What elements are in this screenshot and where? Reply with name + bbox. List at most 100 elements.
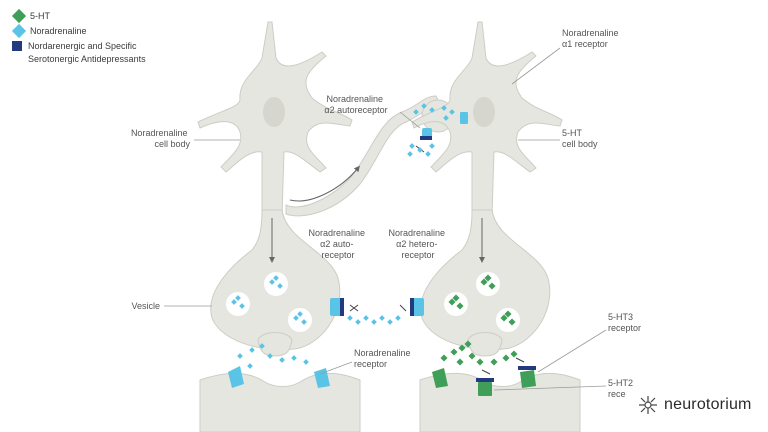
serotonin-molecule: [464, 340, 472, 348]
noradrenaline-molecule: [413, 109, 419, 115]
serotonin-molecule: [484, 274, 492, 282]
antidepressant-bar: [340, 298, 344, 316]
legend-item-5ht: 5-HT: [11, 8, 146, 24]
antidepressant-bar: [410, 298, 414, 316]
noradrenaline-molecule: [249, 347, 255, 353]
ht3-receptor-right: [520, 370, 536, 388]
na-receptor-right: [314, 368, 330, 388]
svg-text:5-HT3 receptor: 5-HT3 receptor: [608, 312, 641, 333]
label-na-receptor-1: Noradrenaline: [354, 348, 411, 358]
noradrenaline-molecule: [247, 363, 253, 369]
noradrenaline-molecule: [301, 319, 307, 325]
serotonin-molecule: [476, 358, 484, 366]
serotonin-molecule: [510, 350, 518, 358]
serotonin-molecule: [448, 298, 456, 306]
noradrenaline-molecule: [303, 359, 309, 365]
noradrenaline-molecule: [267, 353, 273, 359]
noradrenaline-molecule: [429, 143, 435, 149]
label-a1-2: α1 receptor: [562, 39, 608, 49]
left-vesicles: [226, 272, 312, 332]
noradrenaline-molecule: [395, 315, 401, 321]
svg-text:Noradrenaline α2 autor: Noradrenaline α2 autoreceptor: [324, 94, 387, 115]
svg-text:Noradrenaline α1 recep: Noradrenaline α1 receptor: [562, 28, 621, 49]
antidepressant-bar: [420, 136, 432, 140]
vesicle: [288, 308, 312, 332]
legend-item-noradrenaline: Noradrenaline: [11, 23, 146, 39]
svg-text:Noradrenaline α2 heter: Noradrenaline α2 hetero- receptor: [388, 228, 447, 260]
noradrenaline-molecule: [429, 107, 435, 113]
noradrenaline-molecule: [347, 315, 353, 321]
noradrenaline-molecule: [421, 103, 427, 109]
antidepressant-bar: [518, 366, 536, 370]
label-a2-auto-mid-2: α2 auto-: [320, 239, 353, 249]
label-ht3-2: receptor: [608, 323, 641, 333]
right-nucleus: [473, 97, 495, 127]
serotonin-molecule: [456, 358, 464, 366]
noradrenaline-molecule: [269, 279, 275, 285]
legend-label: Noradrenaline: [30, 26, 87, 36]
vesicle: [476, 272, 500, 296]
label-na-cell-body-1: Noradrenaline: [131, 128, 188, 138]
label-a2-auto-mid-1: Noradrenaline: [308, 228, 365, 238]
label-a2-auto-mid-3: receptor: [321, 250, 354, 260]
left-postsynaptic: [199, 372, 361, 432]
serotonin-molecule: [488, 282, 496, 290]
label-na-receptor-2: receptor: [354, 359, 387, 369]
svg-text:Noradrenaline receptor: Noradrenaline receptor: [354, 348, 413, 369]
label-ht-cell-body-1: 5-HT: [562, 128, 583, 138]
svg-text:5-HT cell body: 5-HT cell body: [562, 128, 598, 149]
label-a2-hetero-2: α2 hetero-: [396, 239, 437, 249]
label-a2-auto-top-2: α2 autoreceptor: [324, 105, 387, 115]
noradrenaline-molecule: [443, 115, 449, 121]
noradrenaline-molecule: [297, 311, 303, 317]
noradrenaline-molecule: [235, 295, 241, 301]
neurotorium-logo-icon: [639, 396, 657, 414]
svg-text:5-HT2 rece: 5-HT2 rece: [608, 378, 636, 399]
ht3-receptor-left: [432, 368, 448, 388]
ht2-receptor: [478, 382, 492, 396]
noradrenaline-molecule: [417, 147, 423, 153]
receptors: [228, 112, 536, 396]
label-ht2-1: 5-HT2: [608, 378, 633, 388]
noradrenaline-molecule: [231, 299, 237, 305]
noradrenaline-molecule: [441, 105, 447, 111]
serotonin-molecule: [504, 310, 512, 318]
brand-name: neurotorium: [664, 396, 752, 413]
noradrenaline-molecule: [355, 319, 361, 325]
noradrenaline-molecule: [293, 315, 299, 321]
label-vesicle: Vesicle: [131, 301, 160, 311]
antidepressants: [340, 136, 536, 382]
svg-text:Noradrenaline cell bod: Noradrenaline cell body: [131, 128, 191, 149]
label-a2-auto-top-1: Noradrenaline: [326, 94, 383, 104]
na-receptor-left: [228, 366, 244, 388]
leader-lines: [164, 47, 607, 391]
labels: Noradrenaline cell body Noradrenaline α2…: [131, 28, 641, 399]
label-a2-hetero-1: Noradrenaline: [388, 228, 445, 238]
noradrenaline-molecule: [363, 315, 369, 321]
right-vesicles: [444, 272, 520, 332]
legend-label: 5-HT: [30, 11, 50, 21]
serotonin-molecule: [508, 318, 516, 326]
serotonin-molecule: [452, 294, 460, 302]
legend-item-antidepressant: Nordarenergic and Specific Serotonergic …: [12, 40, 146, 66]
serotonin-molecule: [490, 358, 498, 366]
a2-autoreceptor-mid: [330, 298, 342, 316]
noradrenaline-molecule: [379, 315, 385, 321]
a2-heteroreceptor: [412, 298, 424, 316]
serotonin-molecule: [440, 354, 448, 362]
noradrenaline-molecule: [387, 319, 393, 325]
serotonin-molecule: [500, 314, 508, 322]
noradrenaline-molecule: [371, 319, 377, 325]
blocking-marks: [349, 145, 525, 375]
noradrenaline-molecule: [425, 151, 431, 157]
antidepressant-bar-icon: [12, 41, 22, 51]
serotonin-molecule: [468, 352, 476, 360]
noradrenaline-molecules: [231, 103, 455, 369]
serotonin-molecule: [458, 344, 466, 352]
left-nucleus: [263, 97, 285, 127]
vesicle: [496, 308, 520, 332]
serotonin-molecule: [480, 278, 488, 286]
noradrenaline-molecule: [409, 143, 415, 149]
